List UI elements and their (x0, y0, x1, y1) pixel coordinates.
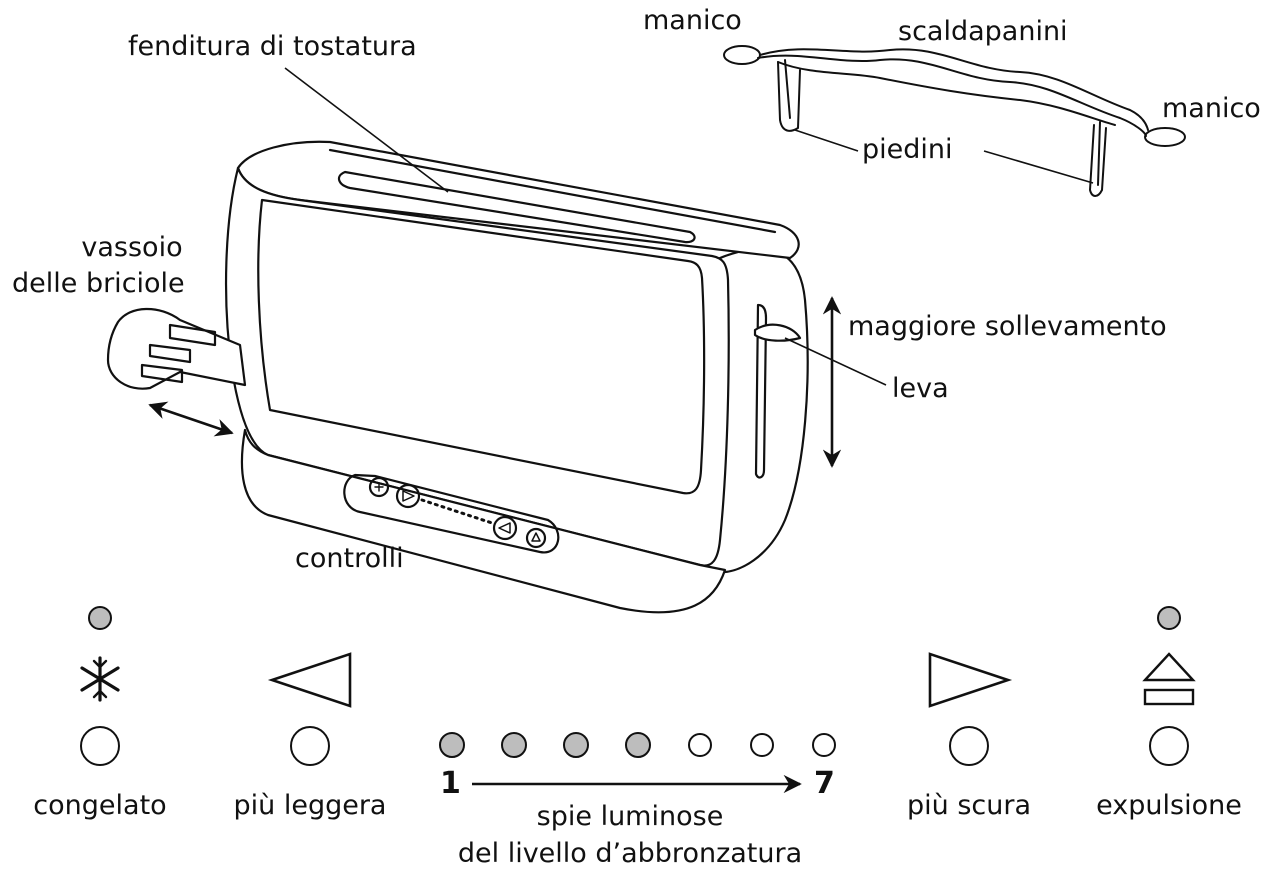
lighter-button (290, 726, 330, 766)
toaster-window (257, 198, 706, 495)
crumb-tray-arrow (148, 401, 234, 437)
lift-label: maggiore sollevamento (848, 311, 1167, 342)
browning-light-2 (501, 732, 527, 758)
lever-leader (784, 337, 887, 386)
toaster-side-panel (224, 166, 730, 567)
frozen-label: congelato (33, 790, 167, 821)
browning-light-7 (812, 733, 836, 757)
browning-light-1 (439, 732, 465, 758)
browning-light-3 (563, 732, 589, 758)
leader-lines (284, 67, 1094, 386)
lever-label: leva (892, 373, 949, 404)
feet-leader-right (983, 150, 1094, 184)
eject-indicator-light (1157, 606, 1181, 630)
snowflake-icon (80, 656, 120, 702)
indicator-caption-line2: del livello d’abbronzatura (457, 838, 803, 869)
darker-button (949, 726, 989, 766)
controls-label: controlli (295, 543, 404, 574)
sandwich-warmer (723, 45, 1186, 197)
browning-level-lights (439, 732, 836, 758)
crumb-tray-label-line2: delle briciole (12, 268, 185, 299)
eject-label: expulsione (1096, 790, 1242, 821)
lever (753, 323, 802, 342)
browning-light-4 (625, 732, 651, 758)
crumb-tray-label-line1: vassoio (81, 232, 183, 263)
handle-left-label: manico (643, 5, 742, 36)
scale-min-label: 1 (440, 766, 461, 801)
toaster-illustration (106, 140, 809, 614)
lighter-triangle-icon (267, 652, 352, 708)
lever-slot (754, 303, 768, 479)
warmer-label: scaldapanini (898, 16, 1068, 47)
eject-button (1149, 726, 1189, 766)
indicator-caption-line1: spie luminose (536, 801, 724, 832)
feet-leader-left (794, 129, 859, 152)
frozen-indicator-light (88, 606, 112, 630)
scale-max-label: 7 (814, 766, 835, 801)
control-panel (80, 606, 1196, 766)
browning-light-5 (688, 733, 712, 757)
handle-right-label: manico (1162, 93, 1261, 124)
slot-leader (284, 67, 449, 193)
feet-label: piedini (862, 134, 953, 165)
darker-triangle-icon (928, 652, 1013, 708)
eject-icon (1142, 652, 1196, 682)
lighter-label: più leggera (233, 790, 387, 821)
slot-label: fenditura di tostatura (128, 31, 417, 62)
frozen-button (80, 726, 120, 766)
toasting-slot (337, 170, 696, 244)
browning-light-6 (750, 733, 774, 757)
arrows (148, 296, 842, 794)
darker-label: più scura (906, 790, 1031, 821)
